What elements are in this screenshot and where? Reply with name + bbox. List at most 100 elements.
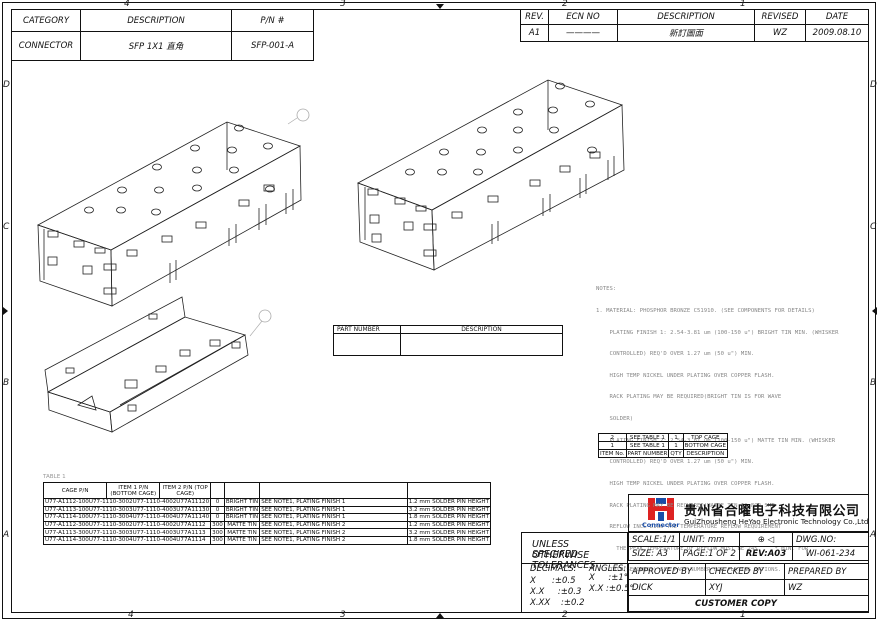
top-cage-drawing <box>37 121 302 307</box>
rev-value-date: 2009.08.10 <box>805 24 869 42</box>
scale-cell: SCALE:1/1 <box>628 532 680 547</box>
table1-cell-finish: BRIGHT TIN <box>223 505 261 515</box>
notes-line: PLATING FINISH 1: 2.54-3.81 um (100-150 … <box>596 329 839 336</box>
balloon-1 <box>249 309 272 337</box>
notes-line: CONTROLLED) REQ'D OVER 1.27 um (50 u") M… <box>596 459 755 466</box>
zone-bottom-4: 4 <box>128 610 134 620</box>
projection-symbol-cell: ⊕ ◁ <box>738 532 793 547</box>
bom-desc: TOP CAGE <box>682 433 729 442</box>
prepared-label: PREPARED BY <box>784 563 869 580</box>
table1-cell-height: 3.2 mm SOLDER PIN HEIGHT <box>406 528 492 537</box>
table1-cell-finish: BRIGHT TIN <box>223 498 261 507</box>
table1-label: TABLE 1 <box>43 474 66 480</box>
unit-cell: UNIT: mm <box>678 532 740 547</box>
company-logo-icon <box>648 498 674 521</box>
table1-cell-finish: MATTE TIN <box>223 528 261 537</box>
projection-icon: ⊕ ◁ <box>757 534 775 545</box>
bom-qty: 1 <box>668 433 684 442</box>
table1-cell-finish: MATTE TIN <box>223 535 261 545</box>
signature-table: APPROVED BY CHECKED BY PREPARED BY DICK … <box>628 563 869 612</box>
rev-cell: REV:A03 <box>738 546 793 561</box>
table1-cell-note: SEE NOTE1, PLATING FINISH 2 <box>259 535 408 545</box>
table1-header-cage: CAGE P/N <box>42 482 108 499</box>
bom-qty: 1 <box>668 441 684 450</box>
table-row: U77-A1112-300U77-1110-3002U77-1110-4002U… <box>42 520 492 530</box>
bom-item: 1 <box>598 441 627 450</box>
table-row: U77-A1114-300U77-1110-3004U77-1110-4004U… <box>42 535 492 545</box>
decimal-tolerance-xx: X.X :±0.3 <box>530 587 582 597</box>
notes-line: SOLDER) <box>596 416 634 423</box>
company-block <box>628 494 869 532</box>
table1-cell-code: 0 <box>210 513 225 522</box>
table1-header-blank <box>223 482 261 499</box>
angle-tolerance-xx: X.X :±0.5° <box>589 584 634 594</box>
drawing-notes: NOTES: 1. MATERIAL: PHOSPHOR BRONZE C519… <box>596 272 866 582</box>
decimals-label: DECIMALS: <box>530 564 577 574</box>
bom-header-part: PART NUMBER <box>625 449 670 458</box>
header-table: CATEGORY DESCRIPTION P/N # CONNECTOR SFP… <box>11 9 314 61</box>
header-category-value: CONNECTOR <box>11 31 81 61</box>
title-block: SCALE:1/1 UNIT: mm ⊕ ◁ DWG.NO: SIZE: A3 … <box>628 532 870 561</box>
table1-header-blank <box>406 482 492 499</box>
table1-cell-pn: U77-A1112-300U77-1110-3002U77-1110-4002U… <box>42 520 212 530</box>
table-row: U77-A1113-300U77-1110-3003U77-1110-4003U… <box>42 528 492 537</box>
table1-cell-note: SEE NOTE1, PLATING FINISH 2 <box>259 528 408 537</box>
table-row: U77-A1112-100U77-1110-3002U77-1110-4002U… <box>42 498 492 507</box>
notes-line: RACK PLATING MAY BE REQUIRED(BRIGHT TIN … <box>596 394 782 401</box>
table-row: U77-A1113-100U77-1110-3003U77-1110-4003U… <box>42 505 492 515</box>
table1-cell-pn: U77-A1114-300U77-1110-3004U77-1110-4004U… <box>42 535 212 545</box>
zone-bottom-1: 1 <box>740 610 746 620</box>
size-cell: SIZE: A3 <box>628 546 680 561</box>
table1-cell-note: SEE NOTE1, PLATING FINISH 1 <box>259 513 408 522</box>
rev-value-revised: WZ <box>754 24 806 42</box>
notes-line: CONTROLLED) REQ'D OVER 1.27 um (50 u") M… <box>596 351 755 358</box>
zone-left-C: C <box>3 222 10 232</box>
zone-top-2: 2 <box>562 0 568 9</box>
part-col-number: PART NUMBER <box>333 325 401 334</box>
notes-line: REFLOW INCL DING THE TEMPERATURE REFLOW … <box>596 524 782 531</box>
assembled-cage-drawing <box>357 79 625 271</box>
table1-cell-code: 300 <box>210 535 225 545</box>
prepared-value: WZ <box>784 579 869 596</box>
table1-cell-height: 1.8 mm SOLDER PIN HEIGHT <box>406 513 492 522</box>
zone-bottom-2: 2 <box>562 610 568 620</box>
table1: CAGE P/N ITEM 1 P/N (BOTTOM CAGE) ITEM 2… <box>42 482 492 545</box>
angles-label: ANGLES: <box>589 564 627 574</box>
angle-tolerance-x: X :±1° <box>589 573 628 583</box>
zone-left-B: B <box>3 378 10 388</box>
balloon-2 <box>287 108 310 125</box>
zone-right-C: C <box>870 222 877 232</box>
part-col-description: DESCRIPTION <box>400 325 563 334</box>
zone-top-4: 4 <box>124 0 130 9</box>
bom-part: SEE TABLE 1 <box>625 441 670 450</box>
zone-right-B: B <box>870 378 877 388</box>
notes-line: RACK PLATING MAY BE REQUIRED(MATTE TIN I… <box>596 502 775 509</box>
table1-cell-height: 1.2 mm SOLDER PIN HEIGHT <box>406 520 492 530</box>
checked-value: XYJ <box>705 579 785 596</box>
rev-value-description: 新訂圖面 <box>617 24 755 42</box>
notes-title: NOTES: <box>596 286 617 293</box>
table1-header-item1: ITEM 1 P/N (BOTTOM CAGE) <box>106 482 161 499</box>
table1-cell-finish: BRIGHT TIN <box>223 513 261 522</box>
table1-cell-note: SEE NOTE1, PLATING FINISH 2 <box>259 520 408 530</box>
part-number-table: PART NUMBER DESCRIPTION <box>333 325 563 356</box>
zone-left-D: D <box>3 80 10 90</box>
table1-cell-note: SEE NOTE1, PLATING FINISH 1 <box>259 498 408 507</box>
table1-cell-code: 0 <box>210 505 225 515</box>
table1-cell-code: 0 <box>210 498 225 507</box>
table1-cell-height: 1.8 mm SOLDER PIN HEIGHT <box>406 535 492 545</box>
zone-arrows <box>3 4 877 618</box>
logo-caption: Connector <box>642 521 680 529</box>
drawing-border-inner <box>11 9 869 613</box>
bottom-cage-drawing <box>44 296 249 433</box>
table1-cell-code: 300 <box>210 520 225 530</box>
revision-table: REV. ECN NO DESCRIPTION REVISED DATE A1 … <box>520 9 869 42</box>
table1-header-blank <box>210 482 225 499</box>
dwg-no-cell: WI-061-234 <box>791 546 870 561</box>
zone-right-D: D <box>870 80 877 90</box>
decimal-tolerance-xxx: X.XX :±0.2 <box>530 598 585 608</box>
tolerance-title-2: SPECIFED TOLERANCES <box>532 549 596 571</box>
zone-top-3: 3 <box>340 0 346 9</box>
part-blank-cell-1 <box>333 333 401 356</box>
